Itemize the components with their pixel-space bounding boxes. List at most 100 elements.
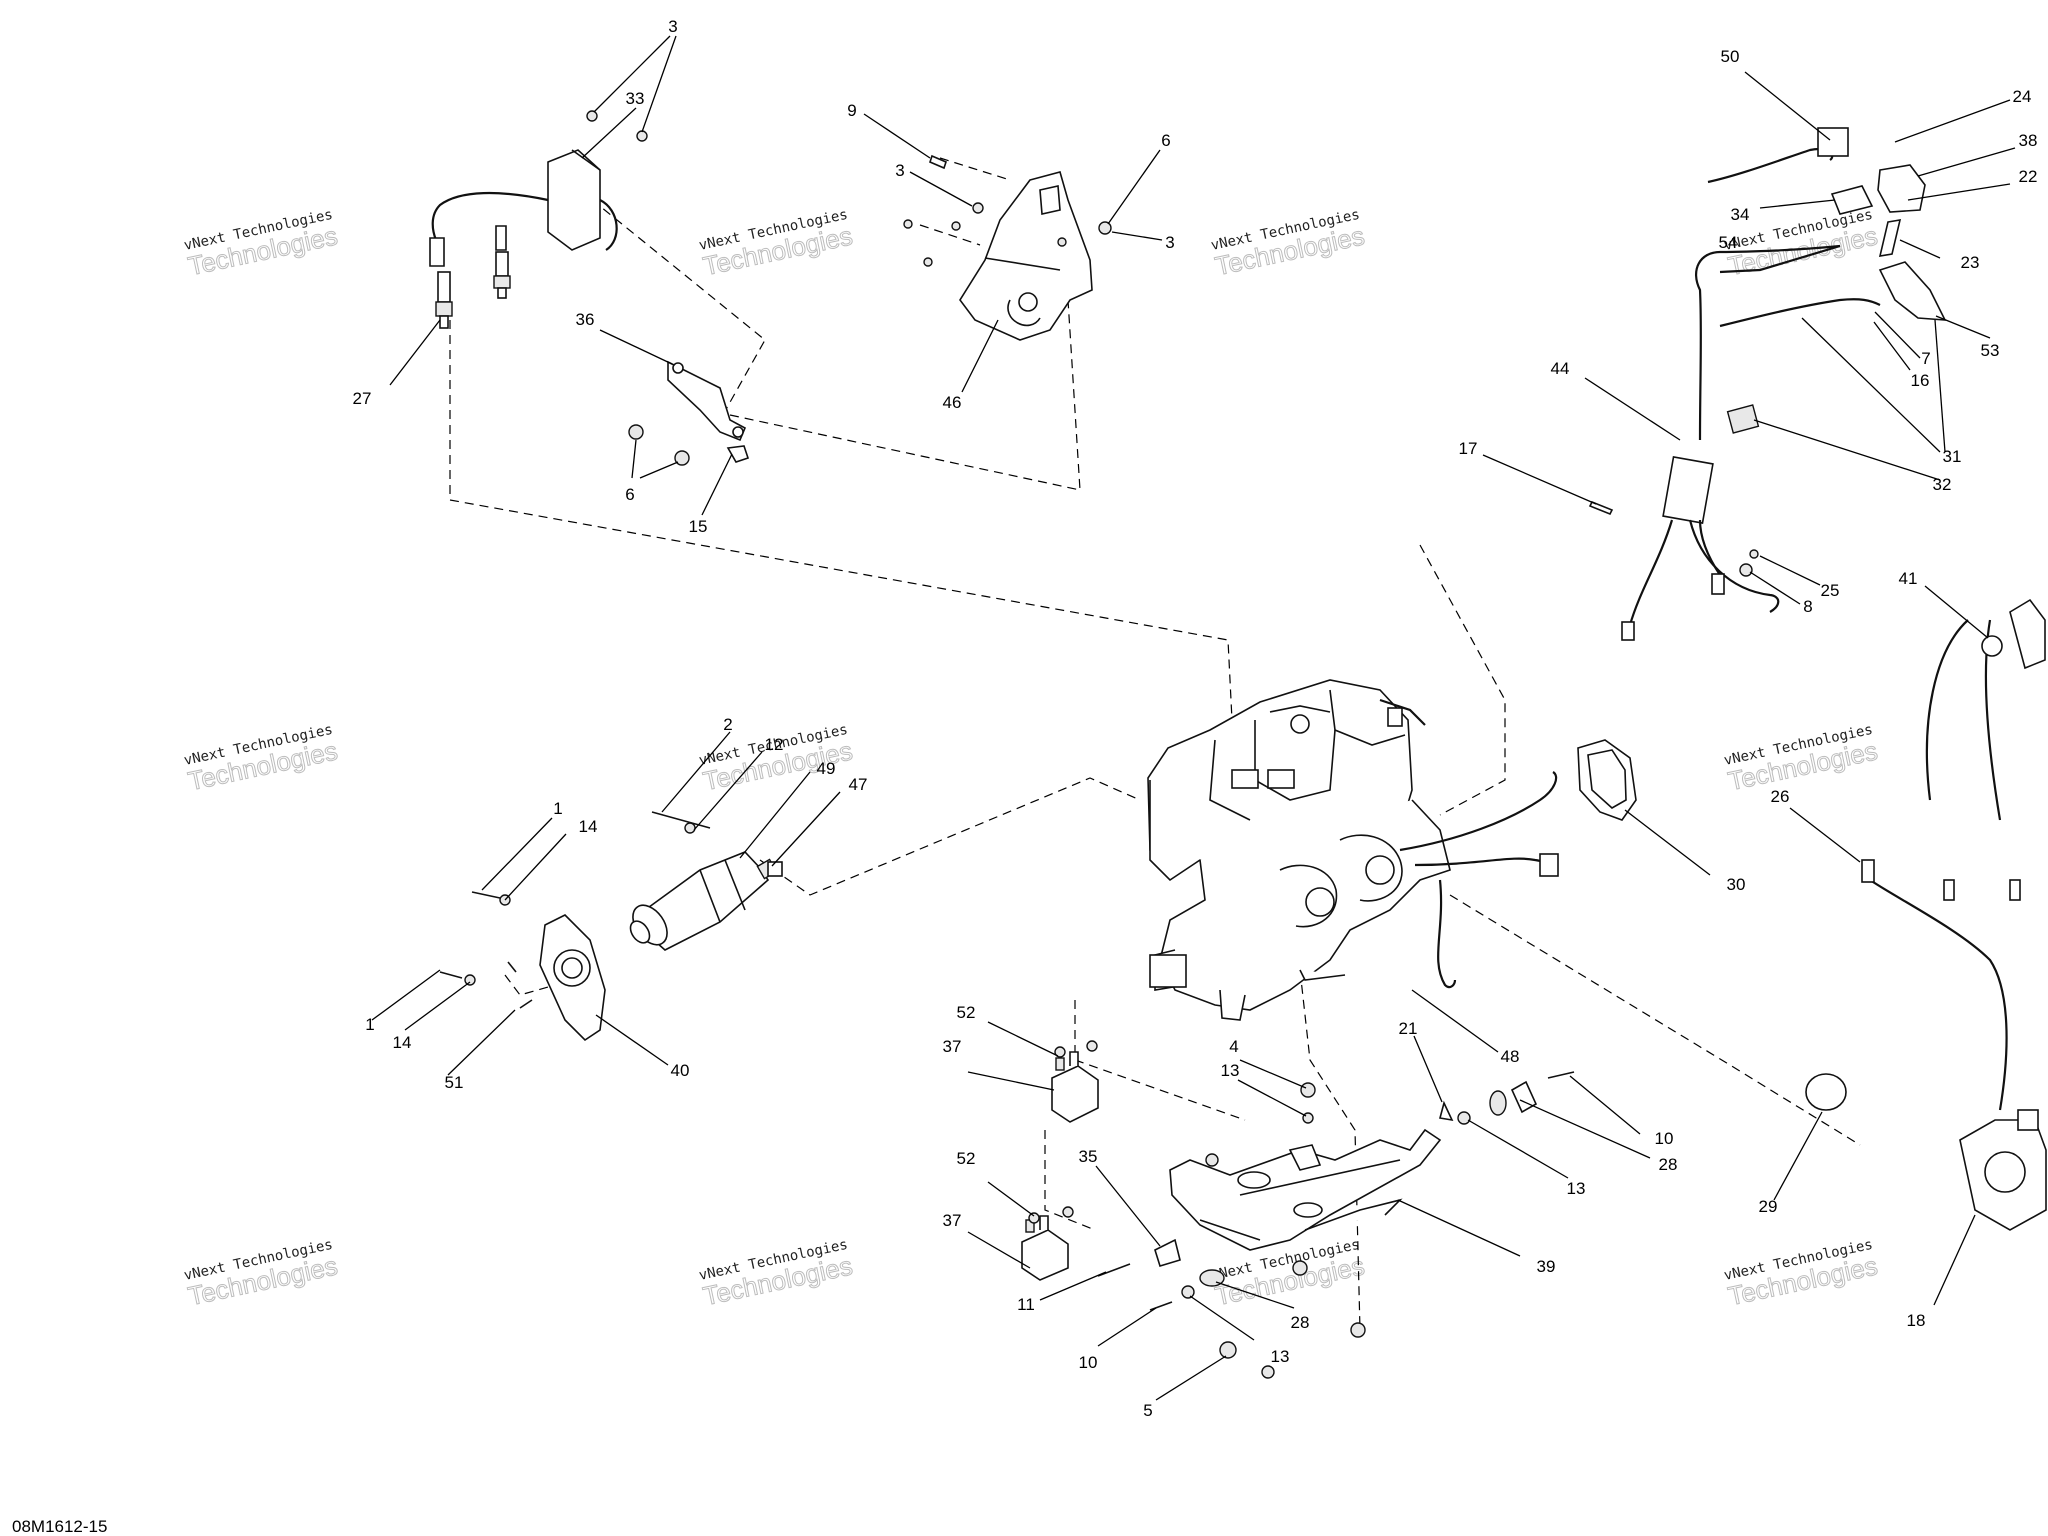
sensor — [1387, 707, 1403, 727]
callout-48: 48 — [1501, 1047, 1520, 1066]
screw — [1057, 237, 1067, 247]
callout-14: 14 — [393, 1033, 412, 1052]
dash-mount-right — [1299, 969, 1361, 1331]
tie-17 — [1588, 500, 1614, 516]
clip — [1439, 1100, 1454, 1122]
callout-10: 10 — [1655, 1129, 1674, 1148]
callout-11: 11 — [1017, 1295, 1035, 1314]
watermark: vNext Technologies Technologies — [183, 207, 341, 282]
pin-23 — [1878, 219, 1902, 257]
wiring-harness-44 — [1621, 244, 1841, 641]
callout-37: 37 — [943, 1037, 962, 1056]
callout-34: 34 — [1731, 205, 1750, 224]
dash-coil-bracket — [579, 189, 766, 421]
callout-13: 13 — [1221, 1061, 1240, 1080]
dash-mount-lower — [1044, 1130, 1096, 1231]
engine-block — [1147, 679, 1451, 1021]
ignition-coil — [429, 149, 618, 267]
callout-51: 51 — [445, 1073, 464, 1092]
callout-15: 15 — [689, 517, 708, 536]
ring-41 — [1981, 635, 2003, 657]
callout-3: 3 — [1165, 233, 1174, 252]
fitting — [1943, 879, 1955, 901]
carburetor-18 — [1959, 1109, 2047, 1231]
callout-52: 52 — [957, 1149, 976, 1168]
nut — [1219, 1341, 1237, 1359]
clamp-29 — [1805, 1073, 1847, 1111]
callout-28: 28 — [1659, 1155, 1678, 1174]
bushing — [1489, 1090, 1507, 1116]
callout-4: 4 — [1229, 1037, 1238, 1056]
callout-44: 44 — [1551, 359, 1570, 378]
dash-coil-to-engine — [449, 320, 1233, 721]
callout-5: 5 — [1143, 1401, 1152, 1420]
bolt — [1149, 1301, 1173, 1311]
callout-6: 6 — [1161, 131, 1170, 150]
washer — [464, 974, 476, 986]
callout-54: 54 — [1719, 233, 1738, 252]
callout-47: 47 — [849, 775, 868, 794]
screw — [951, 221, 961, 231]
callout-labels: 3 33 27 36 6 15 9 3 6 3 46 50 24 38 22 3… — [353, 17, 2038, 1420]
wire-harness — [1399, 771, 1558, 852]
watermark: vNext Technologies Technologies — [698, 207, 856, 282]
housing-38 — [1877, 164, 1926, 213]
callout-16: 16 — [1911, 371, 1930, 390]
nut — [674, 450, 690, 466]
bushing — [1154, 1238, 1181, 1267]
callout-18: 18 — [1907, 1311, 1926, 1330]
watermark: vNext Technologies Technologies — [1210, 1237, 1368, 1312]
throttle-lever-53 — [1878, 261, 1947, 321]
cable — [1707, 148, 1834, 184]
dash-bracket-to-support — [729, 299, 1081, 491]
parts — [429, 110, 2047, 1379]
callout-37: 37 — [943, 1211, 962, 1230]
cover-30 — [1577, 739, 1637, 821]
washer — [1739, 563, 1753, 577]
bolt — [1097, 1263, 1131, 1277]
nut — [1261, 1365, 1275, 1379]
nut — [628, 424, 644, 440]
callout-9: 9 — [847, 101, 856, 120]
cable — [1925, 619, 1969, 801]
fitting-26 — [1861, 859, 1875, 883]
connector — [1539, 853, 1559, 877]
callout-40: 40 — [671, 1061, 690, 1080]
bolt — [471, 891, 501, 899]
dash-engine-to-carb — [1449, 894, 1861, 1146]
callout-53: 53 — [1981, 341, 2000, 360]
callout-22: 22 — [2019, 167, 2038, 186]
bolt — [507, 961, 517, 973]
callout-8: 8 — [1803, 597, 1812, 616]
nut — [1292, 1260, 1308, 1276]
callout-21: 21 — [1399, 1019, 1418, 1038]
callout-3: 3 — [668, 17, 677, 36]
spark-plug — [435, 271, 453, 329]
callout-31: 31 — [1943, 447, 1962, 466]
starter-bracket-40 — [539, 914, 606, 1042]
bolt — [519, 999, 533, 1009]
switch-50 — [1817, 127, 1849, 157]
callout-25: 25 — [1821, 581, 1840, 600]
clip — [726, 445, 750, 463]
callout-6: 6 — [625, 485, 634, 504]
screw — [1028, 1212, 1040, 1224]
figure-id: 08M1612-15 — [12, 1517, 107, 1536]
watermark: vNext Technologies Technologies — [183, 1237, 341, 1312]
callout-46: 46 — [943, 393, 962, 412]
bolt — [1547, 1071, 1575, 1079]
callout-13: 13 — [1567, 1179, 1586, 1198]
cable — [1719, 298, 1881, 328]
grip — [2009, 598, 2046, 670]
watermark: vNext Technologies Technologies — [183, 722, 341, 797]
callout-13: 13 — [1271, 1347, 1290, 1366]
screw — [1062, 1206, 1074, 1218]
engine-mount-37 — [1051, 1051, 1099, 1123]
watermark: vNext Technologies Technologies — [1723, 1237, 1881, 1312]
engine-mount-37 — [1021, 1215, 1069, 1281]
wire-harness — [1437, 879, 1457, 989]
nut — [586, 110, 598, 122]
assembly-dashed-lines — [449, 157, 1861, 1331]
screw — [972, 202, 984, 214]
